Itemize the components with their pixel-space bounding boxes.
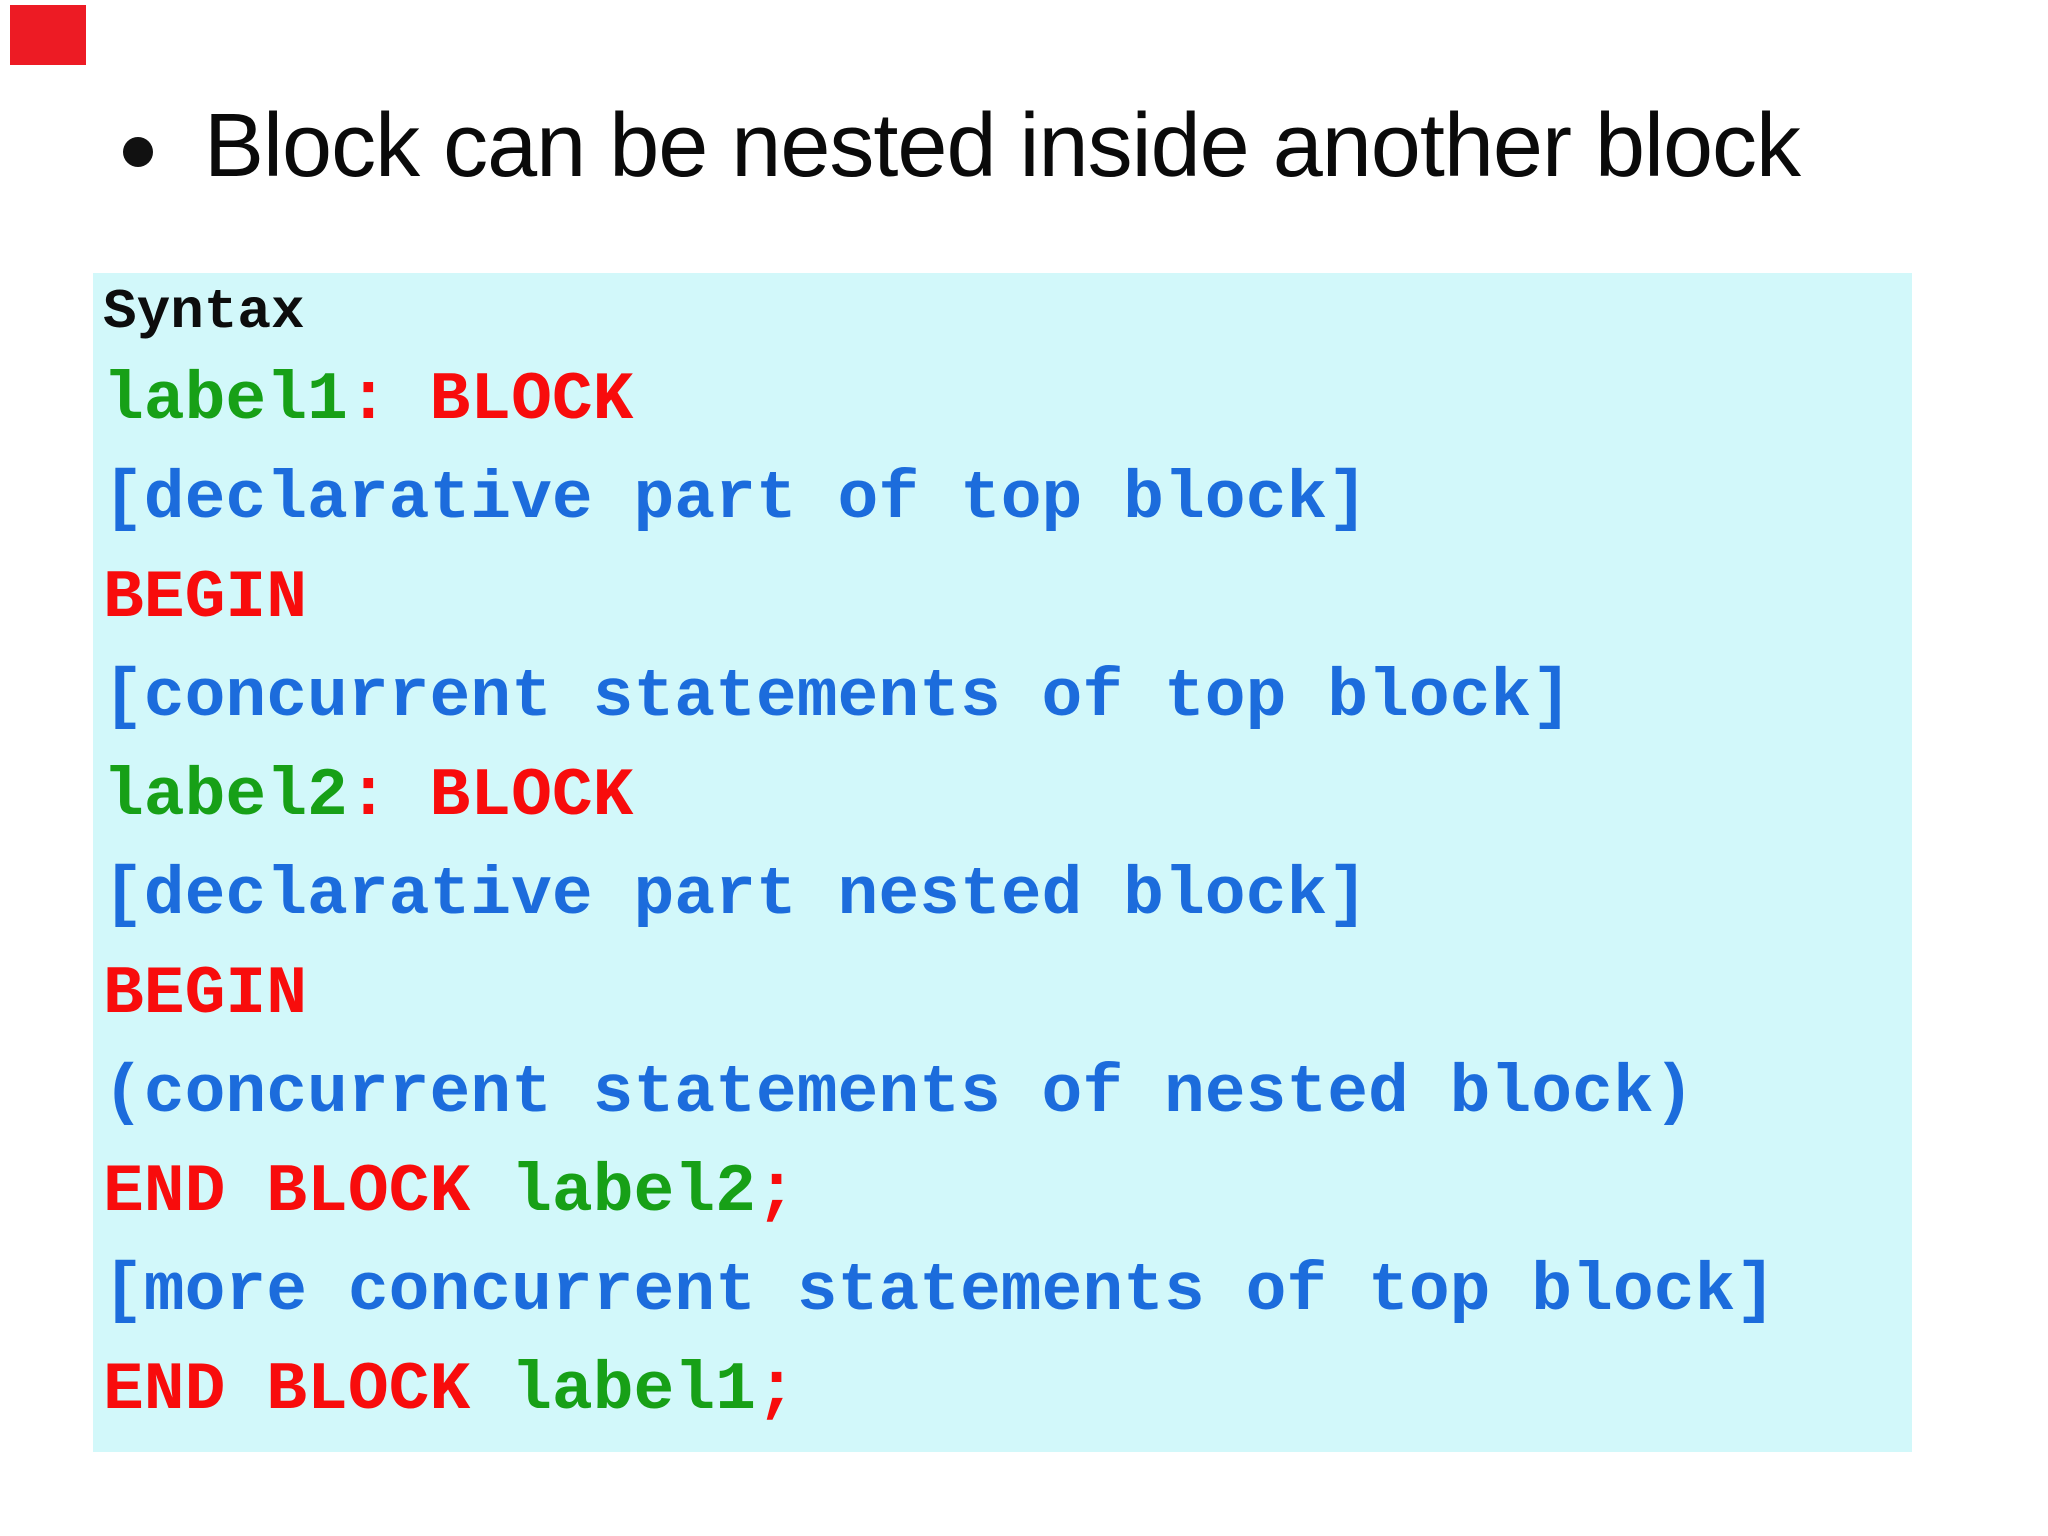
code-line: END BLOCK label2; <box>103 1143 1912 1242</box>
code-segment-red: BEGIN <box>103 956 308 1033</box>
code-segment-red: : BLOCK <box>347 758 634 835</box>
code-line: [declarative part of top block] <box>103 450 1912 549</box>
code-line: (concurrent statements of nested block) <box>103 1044 1912 1143</box>
code-segment-green: label2 <box>511 1154 756 1231</box>
code-segment-blue: [concurrent statements of top block] <box>103 659 1573 736</box>
code-segment-red: END BLOCK <box>103 1352 512 1429</box>
code-segment-red: : BLOCK <box>347 362 634 439</box>
code-panel-heading: Syntax <box>103 280 305 344</box>
bullet-icon <box>123 137 153 167</box>
code-segment-red: ; <box>755 1154 797 1231</box>
code-line: [more concurrent statements of top block… <box>103 1242 1912 1341</box>
code-line: END BLOCK label1; <box>103 1341 1912 1440</box>
code-line: [concurrent statements of top block] <box>103 648 1912 747</box>
code-segment-green: label2 <box>103 758 348 835</box>
code-segment-green: label1 <box>103 362 348 439</box>
code-segment-red: END BLOCK <box>103 1154 512 1231</box>
code-segment-blue: [declarative part of top block] <box>103 461 1369 538</box>
code-line: BEGIN <box>103 945 1912 1044</box>
code-line: [declarative part nested block] <box>103 846 1912 945</box>
code-segment-green: label1 <box>511 1352 756 1429</box>
page-title: Block can be nested inside another block <box>204 96 1801 196</box>
code-segment-blue: [declarative part nested block] <box>103 857 1369 934</box>
code-segment-blue: [more concurrent statements of top block… <box>103 1253 1777 1330</box>
code-segment-red: BEGIN <box>103 560 308 637</box>
syntax-code-panel: Syntax label1: BLOCK[declarative part of… <box>93 273 1912 1452</box>
red-corner-marker <box>10 5 86 65</box>
code-line: label2: BLOCK <box>103 747 1912 846</box>
code-line: label1: BLOCK <box>103 351 1912 450</box>
code-segment-blue: (concurrent statements of nested block) <box>103 1055 1695 1132</box>
code-segment-red: ; <box>755 1352 797 1429</box>
code-line: BEGIN <box>103 549 1912 648</box>
code-lines-container: label1: BLOCK[declarative part of top bl… <box>103 351 1912 1440</box>
